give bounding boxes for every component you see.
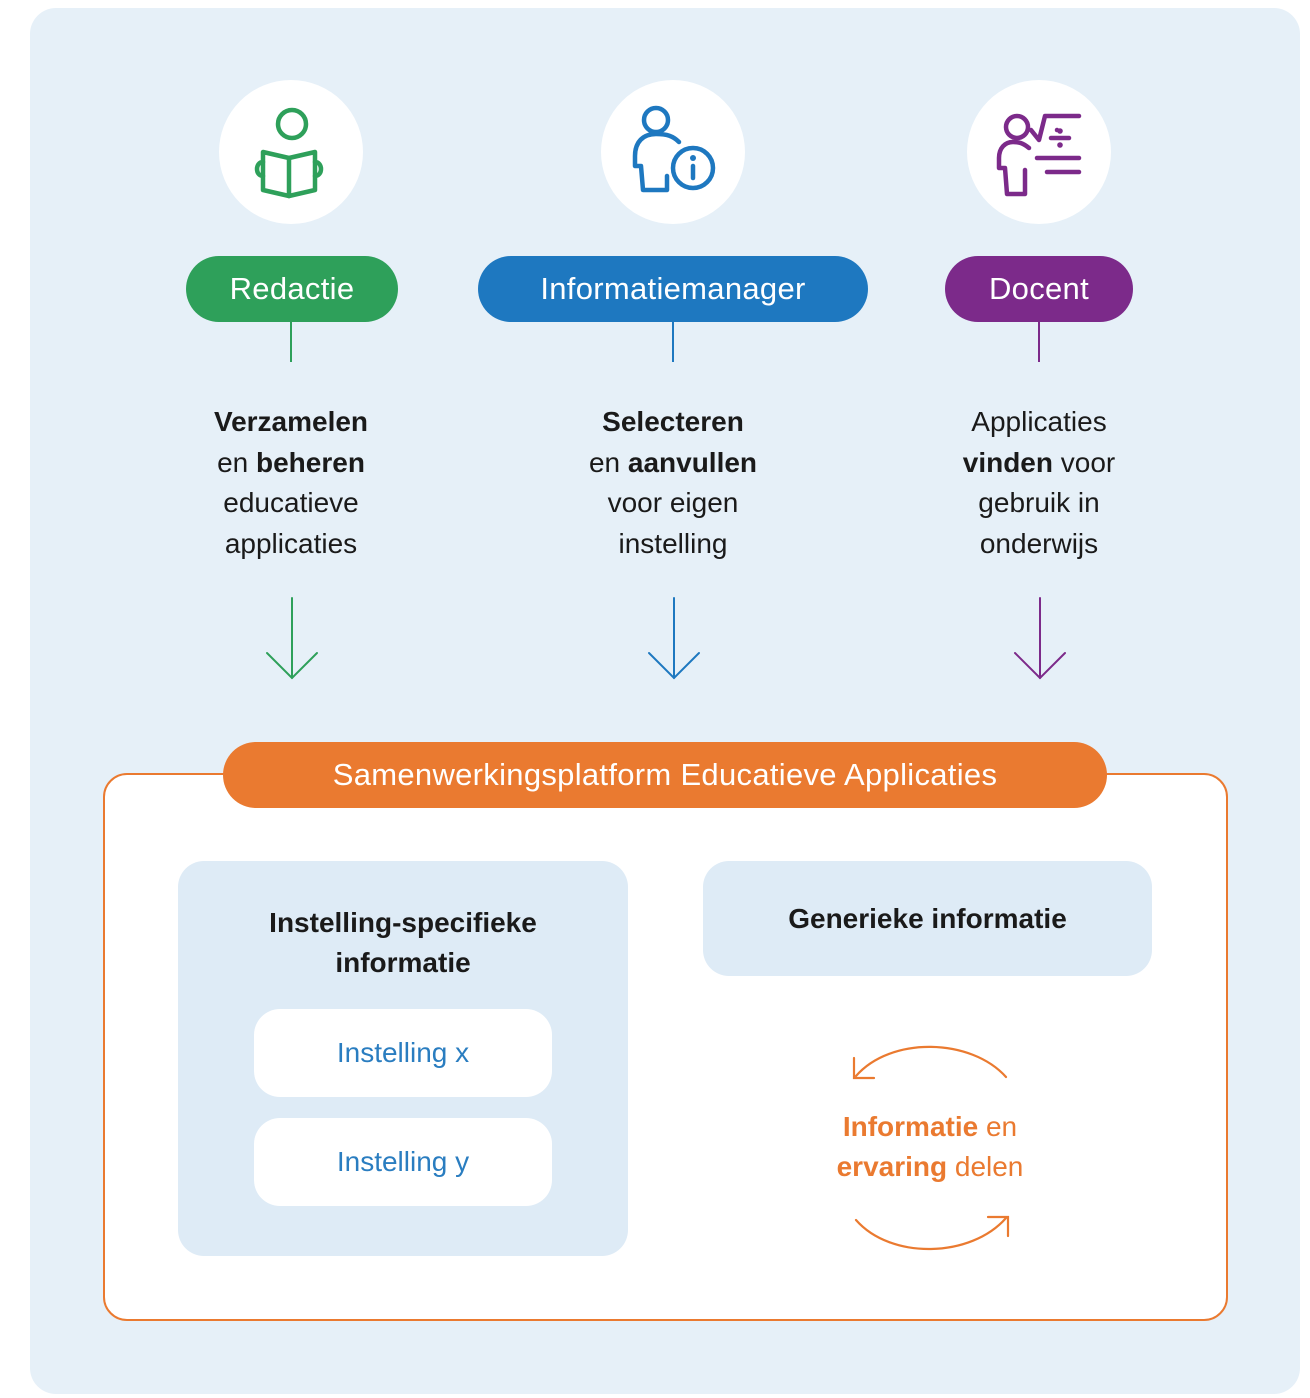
platform-title: Samenwerkingsplatform Educatieve Applica… [223, 742, 1107, 808]
role-icon-circle-informatiemanager [601, 80, 745, 224]
teacher-board-icon [996, 113, 1082, 197]
role-pill-redactie: Redactie [186, 256, 398, 322]
share-text: Informatie en ervaring delen [836, 1111, 1024, 1182]
down-arrow-icon [1014, 597, 1066, 680]
down-arrow-icon [266, 597, 318, 680]
instelling-x-card: Instelling x [254, 1009, 552, 1097]
specific-info-box: Instelling-specifieke informatie Instell… [178, 861, 628, 1256]
connector-line [290, 322, 292, 362]
role-description-informatiemanager: Selecteren en aanvullen voor eigen inste… [588, 406, 758, 559]
specific-info-title: Instelling-specifieke informatie [269, 907, 537, 978]
person-info-icon [632, 105, 716, 193]
cycle-arrow-bottom-icon [854, 1215, 1010, 1251]
down-arrow-icon [648, 597, 700, 680]
cycle-arrow-top-icon [852, 1045, 1008, 1080]
role-icon-circle-redactie [219, 80, 363, 224]
reader-book-icon [254, 107, 324, 199]
role-icon-circle-docent [967, 80, 1111, 224]
connector-line [1038, 322, 1040, 362]
instelling-y-card: Instelling y [254, 1118, 552, 1206]
generic-info-box: Generieke informatie [703, 861, 1152, 976]
role-description-docent: Applicaties vinden voor gebruik in onder… [962, 406, 1116, 559]
role-pill-informatiemanager: Informatiemanager [478, 256, 868, 322]
role-description-redactie: Verzamelen en beheren educatieve applica… [213, 406, 369, 559]
generic-info-title: Generieke informatie [788, 903, 1067, 934]
role-pill-docent: Docent [945, 256, 1133, 322]
connector-line [672, 322, 674, 362]
